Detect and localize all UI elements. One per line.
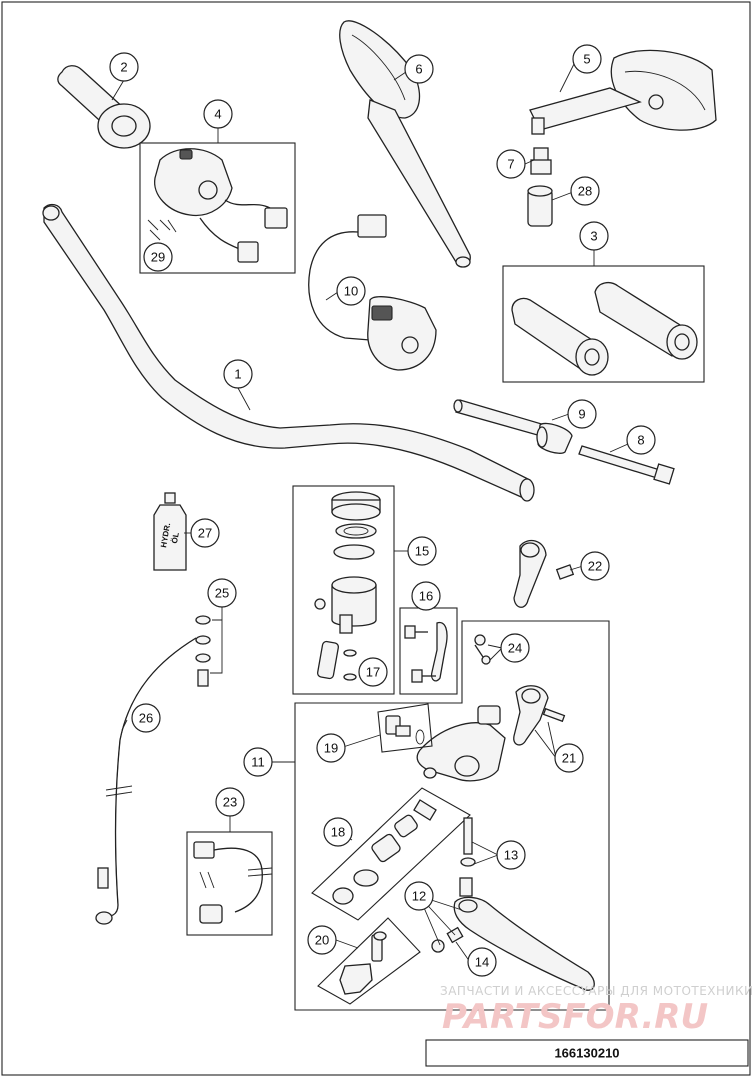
- reservoir-part-15: [314, 491, 381, 681]
- right-mirror-part-5: [529, 49, 717, 135]
- left-switch-part-4: [147, 148, 288, 263]
- callout-21-label: 21: [562, 751, 576, 766]
- brake-switch-box-23: [186, 831, 273, 936]
- callout-9: 9: [567, 399, 597, 429]
- callout-2: 2: [109, 52, 139, 82]
- callout-12: 12: [404, 881, 434, 911]
- lever-bolt-part-16: [404, 621, 448, 683]
- callout-10: 10: [336, 276, 366, 306]
- callout-13-label: 13: [504, 848, 518, 863]
- diagram-code-box: [425, 1039, 749, 1067]
- switch-assembly-box-4: [139, 142, 296, 274]
- callout-20: 20: [307, 925, 337, 955]
- callout-19: 19: [316, 733, 346, 763]
- callout-28-label: 28: [578, 184, 592, 199]
- callout-29: 29: [143, 242, 173, 272]
- hydraulic-oil-bottle-part-27: HYDR. ÖL: [153, 492, 187, 571]
- callout-13: 13: [496, 840, 526, 870]
- callout-21: 21: [554, 743, 584, 773]
- grip-part-2: [57, 65, 151, 149]
- callout-3: 3: [579, 221, 609, 251]
- callout-15-label: 15: [415, 544, 429, 559]
- callout-2-label: 2: [120, 60, 127, 75]
- callout-8-label: 8: [637, 433, 644, 448]
- callout-9-label: 9: [578, 407, 585, 422]
- callout-27: 27: [190, 518, 220, 548]
- callout-5-label: 5: [583, 52, 590, 67]
- callout-20-label: 20: [315, 933, 329, 948]
- callout-6: 6: [404, 54, 434, 84]
- callout-16-label: 16: [419, 589, 433, 604]
- callout-10-label: 10: [344, 284, 358, 299]
- callout-3-label: 3: [590, 229, 597, 244]
- callout-22: 22: [580, 551, 610, 581]
- callout-23: 23: [215, 787, 245, 817]
- adjuster-part-20: [317, 917, 421, 1005]
- banjo-kit-part-25: [195, 615, 223, 687]
- lever-part-12: [431, 817, 595, 991]
- callout-24: 24: [500, 633, 530, 663]
- callout-11-label: 11: [251, 755, 265, 770]
- master-cylinder-box-11: [294, 620, 610, 1011]
- callout-4-label: 4: [214, 107, 221, 122]
- callout-25: 25: [207, 578, 237, 608]
- callout-7: 7: [496, 149, 526, 179]
- brake-line-part-26: [95, 637, 197, 925]
- callout-26-label: 26: [139, 711, 153, 726]
- callout-17: 17: [358, 657, 388, 687]
- callout-1: 1: [223, 359, 253, 389]
- sleeve-part-28: [527, 185, 553, 227]
- callout-25-label: 25: [215, 586, 229, 601]
- callout-8: 8: [626, 425, 656, 455]
- handlebar-part-1: [42, 203, 535, 502]
- grip-set-box-3: [502, 265, 705, 383]
- callout-4: 4: [203, 99, 233, 129]
- callout-26: 26: [131, 703, 161, 733]
- callout-18: 18: [323, 817, 353, 847]
- callout-22-label: 22: [588, 559, 602, 574]
- reservoir-box-15: [292, 485, 395, 695]
- watermark-logo: PARTSFOR.RU: [442, 997, 708, 1037]
- callout-17-label: 17: [366, 665, 380, 680]
- callout-28: 28: [570, 176, 600, 206]
- callout-27-label: 27: [198, 526, 212, 541]
- piston-kit-part-18: [311, 787, 471, 921]
- lever-bolt-box-16: [399, 607, 458, 695]
- watermark: ЗАПЧАСТИ И АКСЕССУАРЫ ДЛЯ МОТОТЕХНИКИ PA…: [440, 984, 752, 1037]
- callout-15: 15: [407, 536, 437, 566]
- watermark-tagline: ЗАПЧАСТИ И АКСЕССУАРЫ ДЛЯ МОТОТЕХНИКИ: [440, 984, 752, 998]
- fitting-part-19: [377, 703, 433, 753]
- callout-12-label: 12: [412, 889, 426, 904]
- callout-14: 14: [467, 947, 497, 977]
- callout-16: 16: [411, 581, 441, 611]
- callout-11: 11: [243, 747, 273, 777]
- callout-6-label: 6: [415, 62, 422, 77]
- right-switch-part-10: [308, 214, 437, 371]
- callout-24-label: 24: [508, 641, 522, 656]
- oil-bottle-label-line1: HYDR.: [159, 522, 172, 548]
- oil-bottle-label-line2: ÖL: [170, 532, 181, 545]
- brake-master-cylinder-part-11: [416, 634, 566, 782]
- callout-5: 5: [572, 44, 602, 74]
- diagram-code: 166130210: [554, 1046, 619, 1061]
- callout-29-label: 29: [151, 250, 165, 265]
- clamp-part-22: [513, 539, 575, 608]
- callout-18-label: 18: [331, 825, 345, 840]
- callout-7-label: 7: [507, 157, 514, 172]
- left-mirror-part-6: [339, 20, 471, 268]
- brake-switch-part-23: [193, 841, 273, 924]
- adapter-part-7: [530, 147, 552, 175]
- callout-19-label: 19: [324, 741, 338, 756]
- callout-1-label: 1: [234, 367, 241, 382]
- callout-14-label: 14: [475, 955, 489, 970]
- grip-set-part-3: [511, 281, 698, 376]
- bolt-part-8: [578, 445, 675, 485]
- bar-end-part-9: [453, 399, 573, 454]
- callout-23-label: 23: [223, 795, 237, 810]
